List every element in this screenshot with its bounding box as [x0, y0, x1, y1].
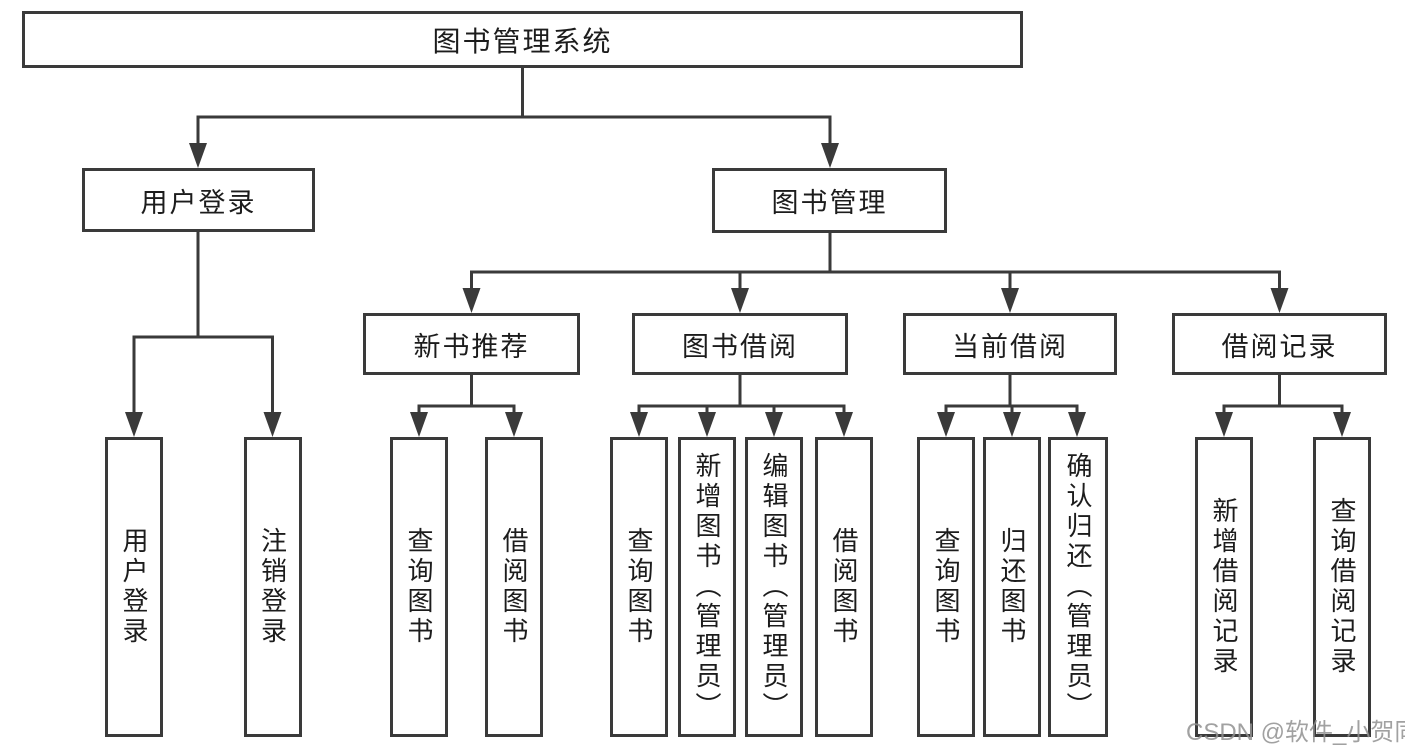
leaf-query-books-recommend: 查询图书: [390, 437, 448, 737]
leaf-logout: 注销登录: [243, 437, 302, 737]
csdn-watermark: CSDN @软件_小贺同学: [1186, 719, 1405, 746]
arrow-icon: [698, 412, 716, 437]
leaf-confirm-return-admin: 确认归还（管理员）: [1048, 437, 1108, 737]
arrow-icon: [1333, 412, 1351, 437]
leaf-edit-book-admin: 编辑图书（管理员）: [745, 437, 803, 737]
arrow-icon: [731, 288, 749, 313]
arrow-icon: [189, 143, 207, 168]
arrow-icon: [263, 412, 282, 437]
node-user-login: 用户登录: [82, 168, 315, 232]
connector-user-login-rail: [132, 335, 274, 413]
connector-level3-rail: [470, 270, 1281, 289]
arrow-icon: [1270, 288, 1289, 313]
arrow-icon: [765, 412, 783, 437]
connector-records-rail: [1222, 404, 1344, 413]
arrow-icon: [462, 288, 481, 313]
leaf-borrow-books-recommend: 借阅图书: [485, 437, 543, 737]
node-current-borrow: 当前借阅: [903, 313, 1117, 375]
leaf-return-books: 归还图书: [983, 437, 1041, 737]
leaf-add-book-admin: 新增图书（管理员）: [678, 437, 736, 737]
arrow-icon: [410, 412, 428, 437]
connector-level2-rail: [196, 115, 832, 145]
arrowheads: [125, 143, 1351, 437]
leaf-query-books-current: 查询图书: [917, 437, 975, 737]
arrow-icon: [1001, 288, 1019, 313]
leaf-query-borrow-record: 查询借阅记录: [1313, 437, 1371, 737]
arrow-icon: [505, 412, 523, 437]
arrow-icon: [1003, 412, 1021, 437]
node-book-management: 图书管理: [712, 168, 947, 233]
arrow-icon: [937, 412, 955, 437]
node-book-management-system: 图书管理系统: [22, 11, 1023, 68]
arrow-icon: [125, 412, 143, 437]
node-book-borrow: 图书借阅: [632, 313, 848, 375]
connector-recommend-rail: [417, 404, 516, 413]
leaf-borrow-books-borrow: 借阅图书: [815, 437, 873, 737]
node-new-book-recommend: 新书推荐: [363, 313, 580, 375]
leaf-user-login: 用户登录: [105, 437, 163, 737]
arrow-icon: [835, 412, 853, 437]
leaf-add-borrow-record: 新增借阅记录: [1195, 437, 1253, 737]
leaf-query-books-borrow: 查询图书: [610, 437, 668, 737]
arrow-icon: [1068, 412, 1086, 437]
arrow-icon: [630, 412, 648, 437]
arrow-icon: [821, 143, 839, 168]
node-borrow-records: 借阅记录: [1172, 313, 1387, 375]
connector-borrow-rail: [637, 404, 846, 413]
arrow-icon: [1215, 412, 1233, 437]
